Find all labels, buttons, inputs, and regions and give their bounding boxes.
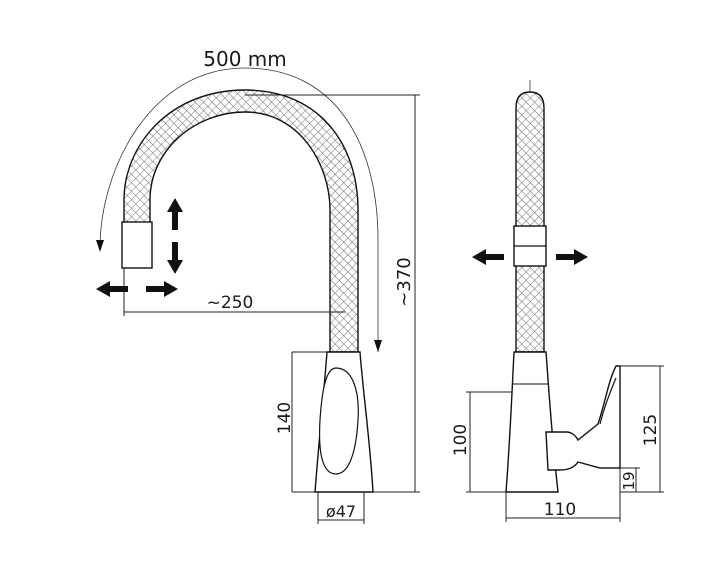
front-spray-head xyxy=(121,221,153,269)
arrow-left-icon xyxy=(472,249,504,265)
arrow-up-icon xyxy=(167,198,183,230)
front-hose xyxy=(123,89,359,353)
side-height-100-label: 100 xyxy=(451,424,471,456)
height-total-label: ~370 xyxy=(394,257,415,306)
side-handle xyxy=(545,365,621,471)
side-height-19-label: 19 xyxy=(620,471,638,490)
base-diameter-label: ø47 xyxy=(326,502,356,521)
front-base-highlight xyxy=(318,367,359,475)
front-view: 500 mm ~370 ~250 140 ø47 xyxy=(96,47,420,524)
arc-arrow-left xyxy=(96,240,104,252)
side-hose xyxy=(515,91,545,353)
side-view: 100 125 19 110 xyxy=(451,80,664,522)
arrow-right-icon xyxy=(556,249,588,265)
arc-length-label: 500 mm xyxy=(203,47,287,71)
side-width-label: 110 xyxy=(544,500,576,520)
side-height-125-label: 125 xyxy=(641,414,661,446)
arrow-right-icon xyxy=(146,281,178,297)
arc-dimension-line xyxy=(99,67,379,352)
arrow-left-icon xyxy=(96,281,128,297)
base-height-label: 140 xyxy=(275,402,295,434)
arrow-down-icon xyxy=(167,242,183,274)
arc-arrow-right xyxy=(374,340,382,352)
reach-label: ~250 xyxy=(207,293,254,313)
side-base xyxy=(505,351,559,493)
